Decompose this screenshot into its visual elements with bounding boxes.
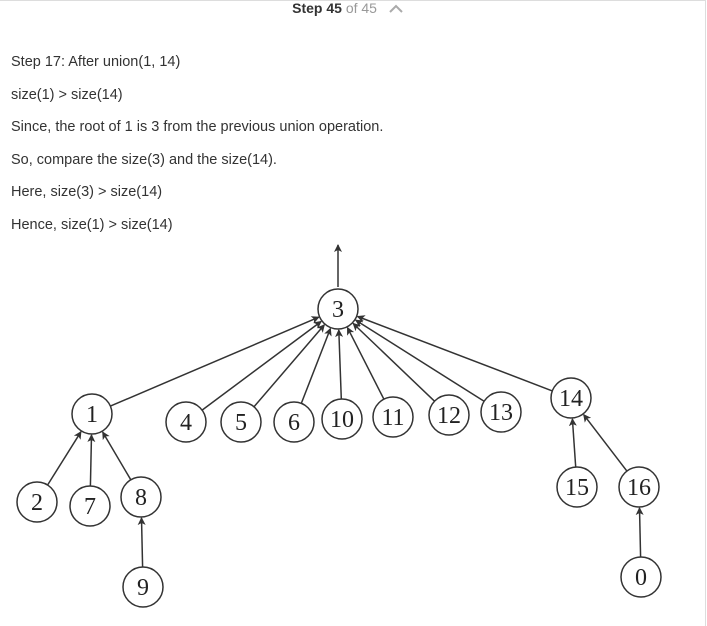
node-label: 8	[135, 485, 147, 511]
edge-5-to-3	[253, 324, 325, 408]
node-label: 1	[86, 402, 98, 428]
edge-1-to-3	[110, 316, 320, 407]
tree-node-4: 4	[165, 401, 207, 443]
node-label: 9	[137, 575, 149, 601]
explanation-line-compare-roots: So, compare the size(3) and the size(14)…	[11, 151, 277, 168]
node-label: 16	[627, 475, 651, 501]
edge-14-to-3	[356, 315, 553, 392]
edge-7-to-1	[87, 434, 96, 487]
edge-2-to-1	[46, 430, 82, 486]
node-circle	[321, 398, 363, 440]
edge-13-to-3	[354, 319, 485, 402]
node-circle	[69, 485, 111, 527]
explanation-text: Step 17: After union(1, 14) size(1) > si…	[11, 52, 383, 247]
node-circle	[16, 481, 58, 523]
edge-11-to-3	[346, 326, 385, 400]
node-circle	[120, 476, 162, 518]
node-circle	[550, 377, 592, 419]
tree-node-5: 5	[220, 401, 262, 443]
explanation-line-root-note: Since, the root of 1 is 3 from the previ…	[11, 119, 384, 135]
step-total: of 45	[345, 0, 377, 16]
node-circle	[71, 393, 113, 435]
node-label: 15	[565, 475, 589, 501]
edge-6-to-3	[300, 327, 332, 404]
tree-node-14: 14	[550, 377, 592, 419]
tree-node-0: 0	[620, 556, 662, 598]
step-header: Step 45 of 45	[0, 0, 707, 18]
edge-16-to-14	[583, 413, 628, 472]
node-label: 13	[489, 400, 513, 426]
edge-12-to-3	[352, 322, 436, 402]
node-label: 7	[84, 494, 96, 520]
tree-node-12: 12	[428, 394, 470, 436]
step-current: Step 45	[292, 0, 342, 16]
node-label: 6	[288, 410, 300, 436]
node-circle	[317, 288, 359, 330]
node-label: 10	[330, 407, 354, 433]
tree-node-6: 6	[273, 401, 315, 443]
explanation-line-step-title: Step 17: After union(1, 14)	[11, 54, 181, 70]
node-circle	[556, 466, 598, 508]
node-label: 14	[559, 386, 583, 412]
node-circle	[620, 556, 662, 598]
edge-8-to-1	[102, 431, 132, 481]
node-label: 4	[180, 410, 192, 436]
node-label: 3	[332, 297, 344, 323]
edge-9-to-8	[137, 517, 146, 568]
node-label: 2	[31, 490, 43, 516]
chevron-up-icon[interactable]	[389, 4, 403, 14]
tree-node-2: 2	[16, 481, 58, 523]
node-circle	[372, 396, 414, 438]
explanation-line-result: Here, size(3) > size(14)	[11, 184, 163, 200]
tree-node-9: 9	[122, 566, 164, 608]
node-circle	[220, 401, 262, 443]
tree-node-13: 13	[480, 391, 522, 433]
node-circle	[273, 401, 315, 443]
node-circle	[480, 391, 522, 433]
node-circle	[122, 566, 164, 608]
tree-node-3: 3	[317, 288, 359, 330]
node-circle	[165, 401, 207, 443]
edge-0-to-16	[635, 507, 644, 558]
node-label: 0	[635, 565, 647, 591]
node-circle	[618, 466, 660, 508]
node-label: 5	[235, 410, 247, 436]
edge-15-to-14	[568, 418, 577, 468]
edge-4-to-3	[201, 320, 322, 411]
tree-node-7: 7	[69, 485, 111, 527]
explanation-line-size-compare: size(1) > size(14)	[11, 86, 123, 103]
step-navigator[interactable]: Step 45 of 45	[292, 0, 403, 16]
node-circle	[428, 394, 470, 436]
edge-10-to-3	[335, 329, 344, 400]
edges-layer	[46, 315, 644, 568]
explanation-line-conclusion: Hence, size(1) > size(14)	[11, 216, 173, 233]
node-label: 11	[381, 405, 404, 431]
tree-node-10: 10	[321, 398, 363, 440]
tree-node-8: 8	[120, 476, 162, 518]
tree-node-1: 1	[71, 393, 113, 435]
tree-node-16: 16	[618, 466, 660, 508]
tree-node-15: 15	[556, 466, 598, 508]
node-label: 12	[437, 403, 461, 429]
tree-node-11: 11	[372, 396, 414, 438]
